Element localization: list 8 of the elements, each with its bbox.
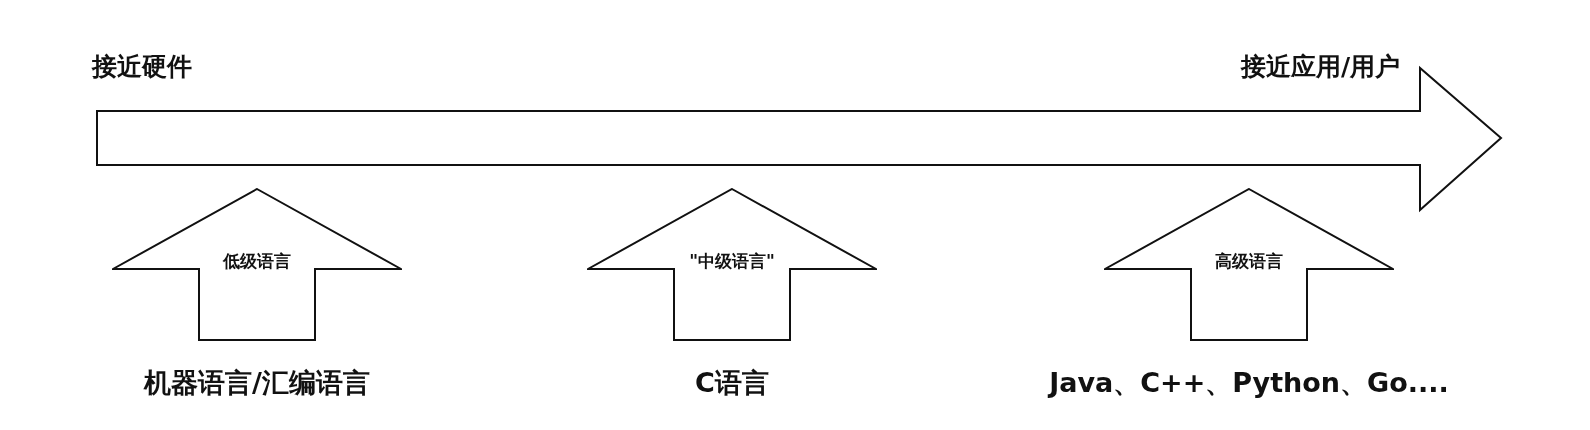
example-caption: C语言 bbox=[695, 366, 769, 400]
example-caption: Java、C++、Python、Go.... bbox=[1049, 366, 1449, 400]
example-caption: 机器语言/汇编语言 bbox=[144, 366, 370, 400]
arrow-label: 高级语言 bbox=[1215, 250, 1283, 273]
axis-end-label: 接近硬件 bbox=[92, 51, 192, 83]
arrow-label: 低级语言 bbox=[223, 250, 291, 273]
axis-end-label: 接近应用/用户 bbox=[1241, 51, 1401, 83]
arrow-label: "中级语言" bbox=[689, 250, 775, 273]
